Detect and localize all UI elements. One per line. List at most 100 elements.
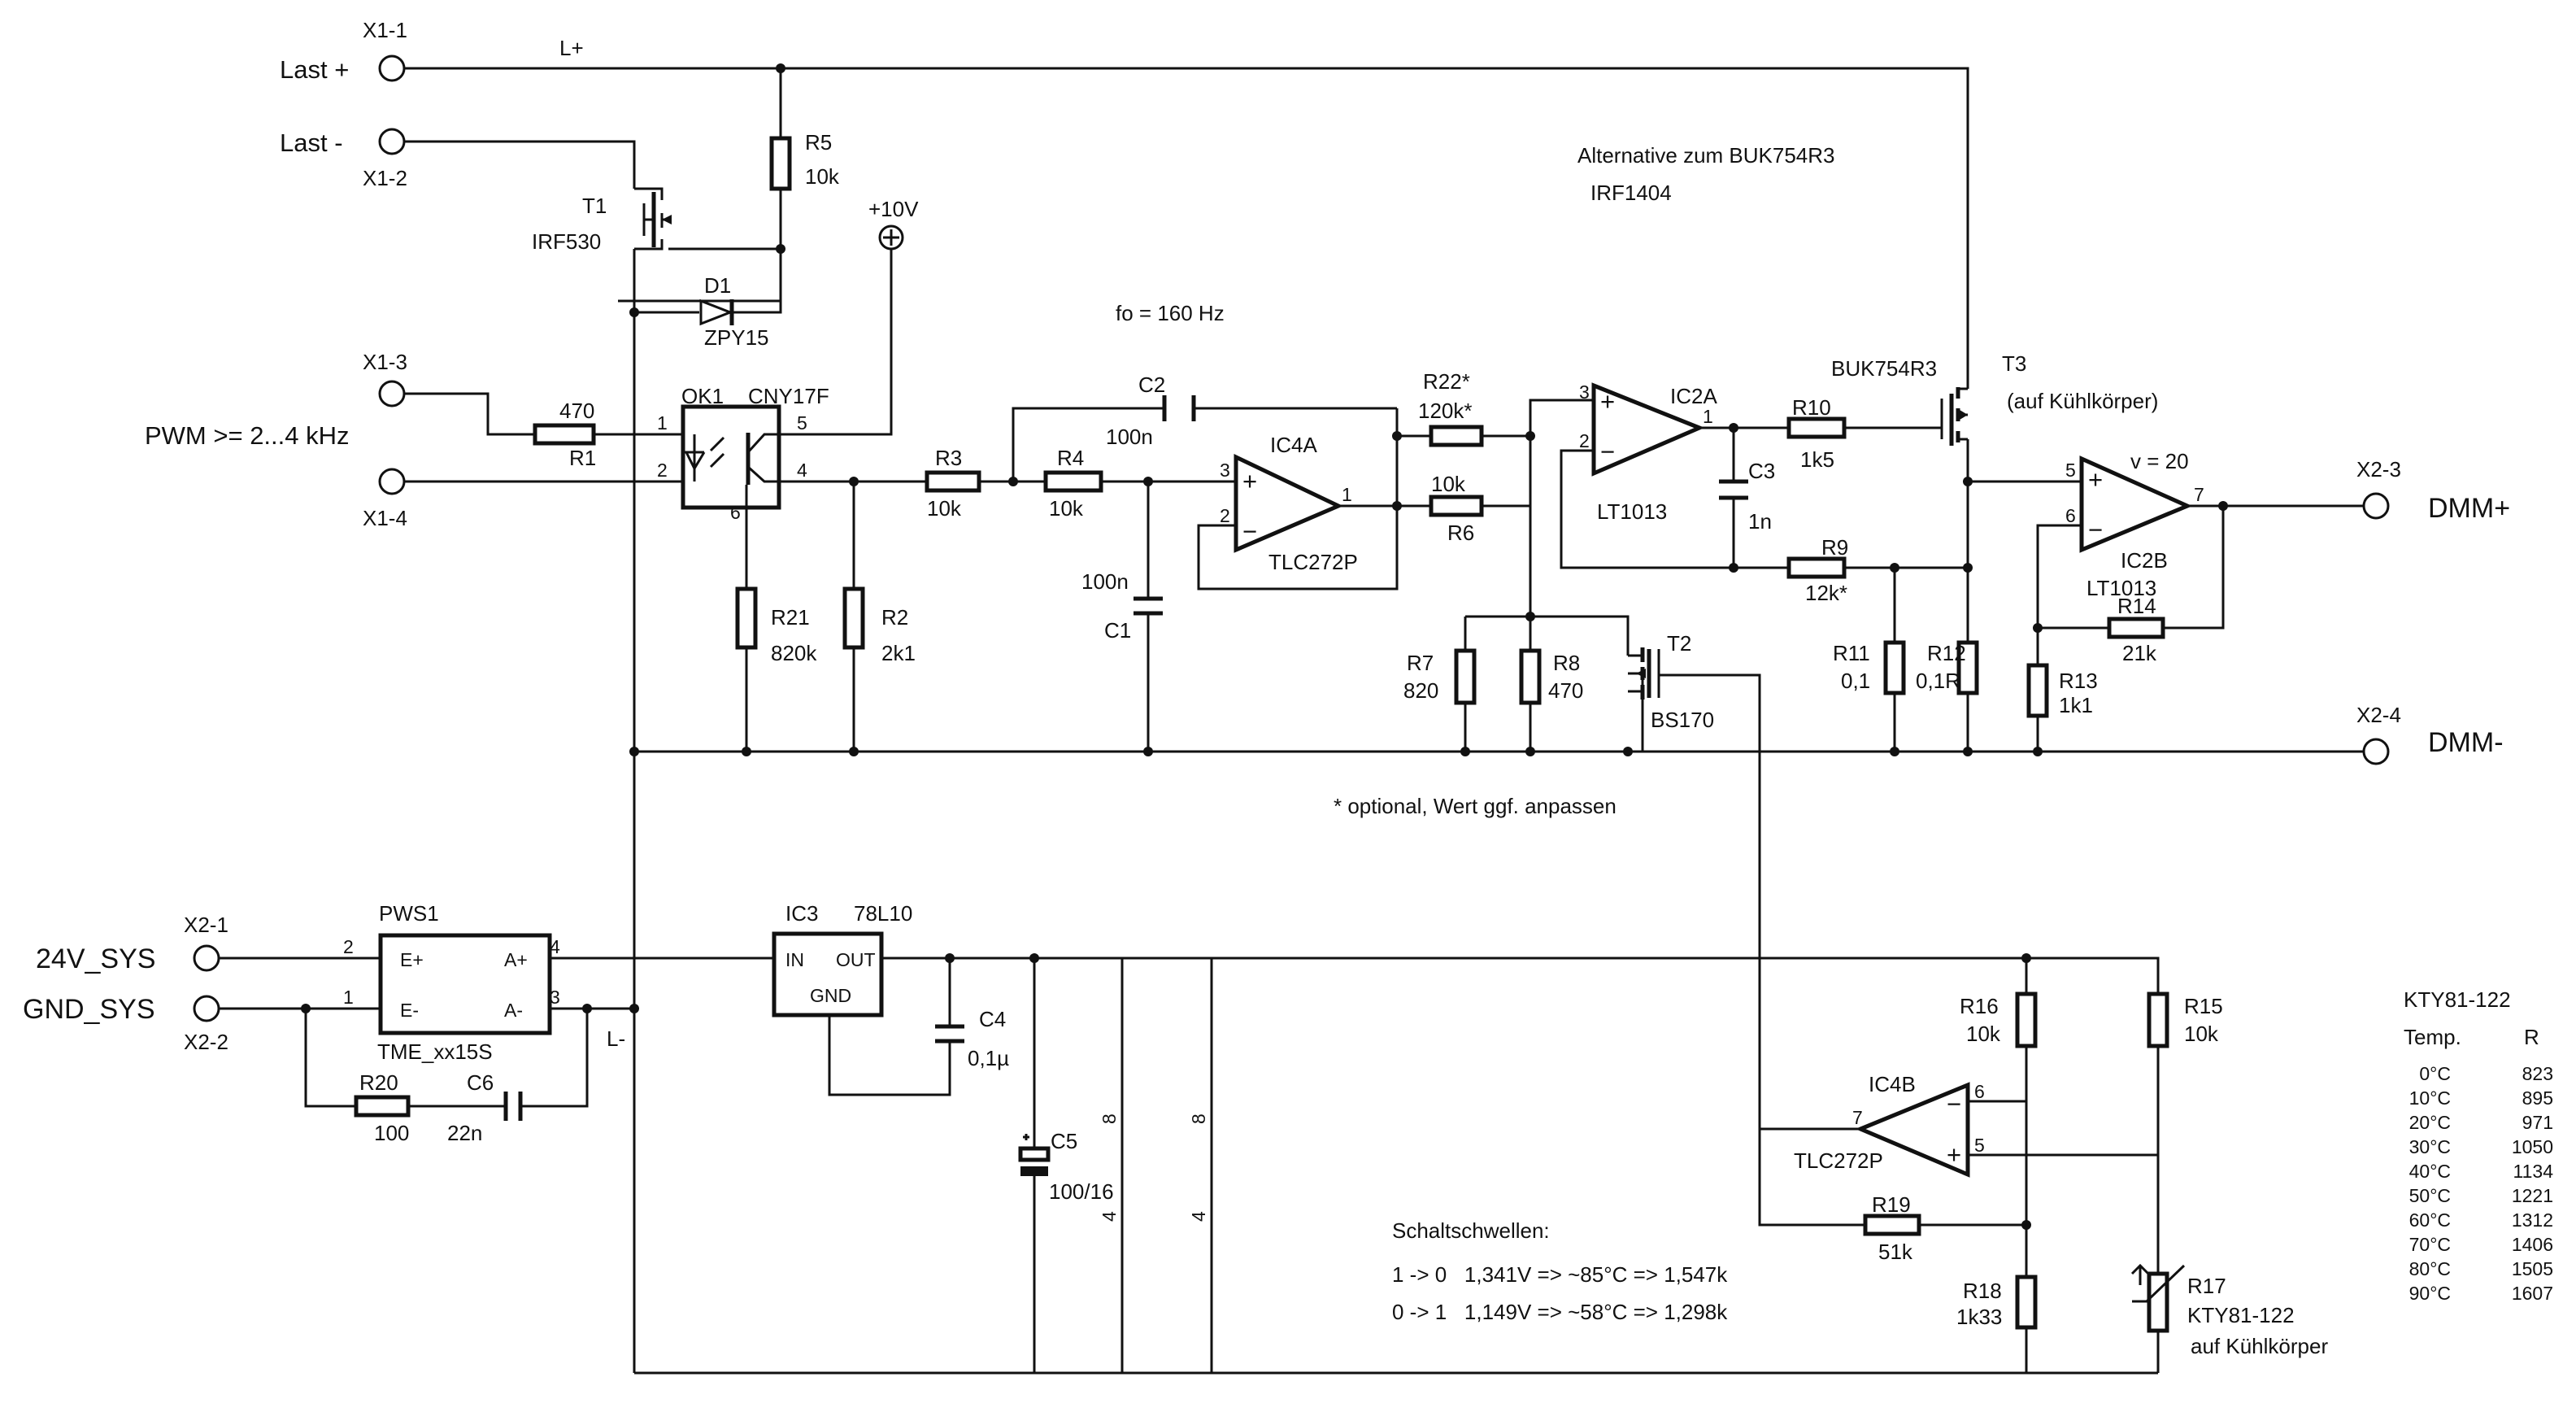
- ref-c3: C3: [1748, 459, 1775, 483]
- ref-ok1: OK1: [681, 384, 724, 408]
- kty-row-temp: 70°C: [2409, 1234, 2451, 1255]
- ref-r4: R4: [1057, 446, 1084, 470]
- value-r15: 10k: [2184, 1022, 2219, 1046]
- resistor-r21: [735, 586, 758, 650]
- terminal-x2-2: [193, 995, 220, 1022]
- ic4a-plus: +: [1242, 467, 1257, 495]
- value-r8: 470: [1548, 678, 1583, 703]
- ref-d1: D1: [704, 273, 731, 298]
- integrated-circuits: [378, 382, 2193, 1178]
- terminal-x1-1: [378, 54, 406, 82]
- resistor-r4: [1043, 470, 1103, 493]
- ref-r2: R2: [881, 605, 908, 630]
- terminal-x2-3: [2362, 492, 2390, 520]
- terminals: [193, 54, 2390, 1022]
- value-r9: 12k*: [1805, 581, 1847, 605]
- capacitor-c3: [1719, 479, 1748, 500]
- value-ok1: CNY17F: [748, 384, 829, 408]
- value-r2: 2k1: [881, 641, 916, 665]
- resistor-r2: [842, 586, 865, 650]
- kty-row-r: 1050: [2512, 1136, 2553, 1157]
- label-pwm-input: PWM >= 2...4 kHz: [145, 421, 350, 450]
- pin-ic2-8: 8: [1188, 1113, 1209, 1124]
- ref-ic4a: IC4A: [1270, 433, 1317, 457]
- ref-r10: R10: [1792, 395, 1831, 420]
- ref-r16: R16: [1960, 994, 1999, 1018]
- kty-row-temp: 0°C: [2419, 1063, 2451, 1084]
- label-x1-1: X1-1: [363, 18, 407, 42]
- resistor-r6: [1429, 495, 1484, 517]
- ref-c6: C6: [467, 1070, 494, 1095]
- value-r20: 100: [374, 1121, 409, 1145]
- ref-r3: R3: [935, 446, 962, 470]
- mosfet-t3: [1940, 387, 1968, 446]
- value-ic4a: TLC272P: [1268, 550, 1358, 574]
- ref-c5: C5: [1051, 1129, 1077, 1153]
- note-alternative-part: IRF1404: [1590, 181, 1672, 205]
- resistor-r13: [2026, 663, 2049, 718]
- ref-r6: R6: [1447, 521, 1474, 545]
- value-t3: BUK754R3: [1831, 356, 1937, 381]
- ref-r7: R7: [1407, 651, 1434, 675]
- wires: [220, 67, 2363, 1375]
- kty-row-r: 1221: [2512, 1185, 2553, 1206]
- r17-heat-icon: [2130, 1263, 2150, 1285]
- resistor-r16: [2015, 991, 2038, 1048]
- ref-r12: R12: [1927, 641, 1966, 665]
- value-r12: 0,1R: [1916, 669, 1960, 693]
- ic3-pin-gnd: GND: [810, 985, 851, 1006]
- note-threshold-1: 1 -> 0 1,341V => ~85°C => 1,547k: [1392, 1262, 1728, 1287]
- value-r11: 0,1: [1841, 669, 1870, 693]
- value-r3: 10k: [927, 496, 962, 521]
- ref-r14: R14: [2117, 594, 2156, 618]
- note-threshold-2: 0 -> 1 1,149V => ~58°C => 1,298k: [1392, 1300, 1728, 1324]
- label-x2-3: X2-3: [2356, 457, 2401, 482]
- value-d1: ZPY15: [704, 325, 769, 350]
- value-c3: 1n: [1748, 509, 1772, 534]
- ref-r1: R1: [569, 446, 596, 470]
- ref-ic3: IC3: [785, 901, 818, 926]
- pin-ic2-4: 4: [1188, 1211, 1209, 1222]
- terminal-x1-3: [378, 380, 406, 407]
- opamp-ic2b: [2079, 455, 2193, 553]
- capacitor-c2: [1162, 395, 1196, 421]
- resistor-r3: [925, 470, 981, 493]
- resistor-r18: [2015, 1275, 2038, 1330]
- kty-row-r: 971: [2522, 1112, 2553, 1133]
- value-t1: IRF530: [532, 229, 601, 254]
- kty-row-temp: 20°C: [2409, 1112, 2451, 1133]
- label-last-plus: Last +: [280, 55, 349, 84]
- label-x1-3: X1-3: [363, 350, 407, 374]
- regulator-ic3: [772, 931, 884, 1018]
- value-c2: 100n: [1106, 425, 1153, 449]
- resistor-r14: [2107, 617, 2165, 639]
- mosfet-t1: [634, 187, 672, 251]
- ref-c2: C2: [1138, 373, 1165, 397]
- ic2a-minus: −: [1600, 438, 1615, 466]
- mosfet-t2: [1628, 647, 1660, 752]
- value-r7: 820: [1403, 678, 1438, 703]
- resistor-r10: [1786, 416, 1847, 439]
- opamp-ic4a: [1234, 454, 1344, 553]
- ref-r9: R9: [1821, 535, 1848, 560]
- pws1-pin-a-plus: A+: [504, 949, 528, 970]
- resistor-r11: [1883, 640, 1906, 695]
- ic4b-minus: −: [1947, 1090, 1961, 1118]
- pin-ic2b-7: 7: [2194, 484, 2204, 505]
- kty-col-temp: Temp.: [2404, 1025, 2461, 1049]
- kty-row-temp: 60°C: [2409, 1209, 2451, 1231]
- pin-ok1-2: 2: [657, 460, 668, 481]
- kty-row-r: 823: [2522, 1063, 2553, 1084]
- kty-row-r: 1134: [2513, 1161, 2554, 1182]
- r17-temperature-arrow: [2132, 1264, 2186, 1303]
- note-fo: fo = 160 Hz: [1116, 301, 1225, 325]
- label-10v: +10V: [868, 197, 919, 221]
- pin-pws1-4: 4: [550, 936, 560, 957]
- resistor-r7: [1454, 648, 1477, 705]
- ic4a-minus: −: [1242, 517, 1257, 546]
- junction-dots: [301, 63, 2228, 1230]
- value-c6: 22n: [447, 1121, 482, 1145]
- value-t2: BS170: [1651, 708, 1714, 732]
- ref-pws1: PWS1: [379, 901, 439, 926]
